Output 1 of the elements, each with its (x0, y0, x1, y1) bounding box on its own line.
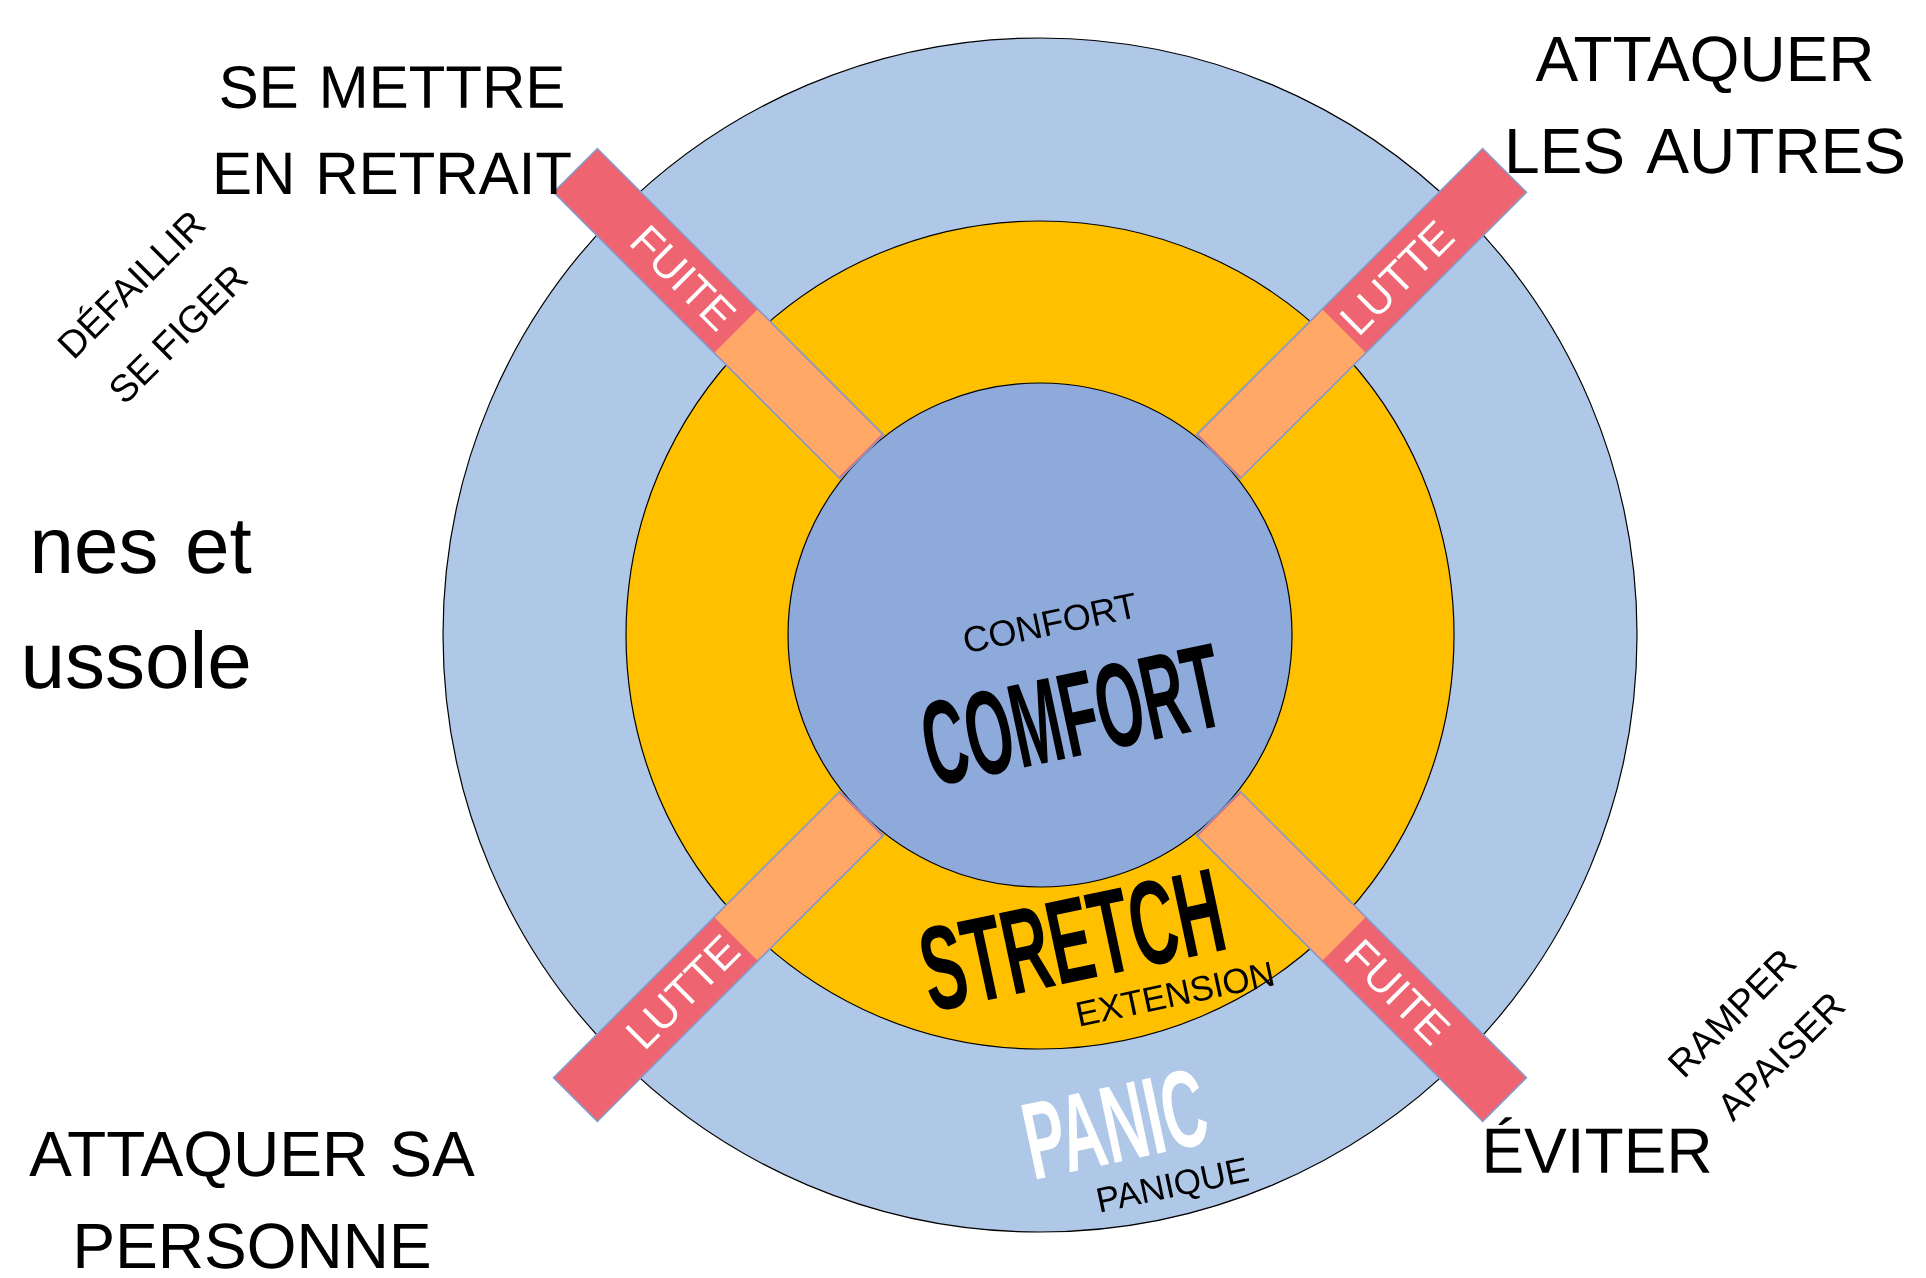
heading-fragment: nes et ussole (25, 521, 252, 689)
